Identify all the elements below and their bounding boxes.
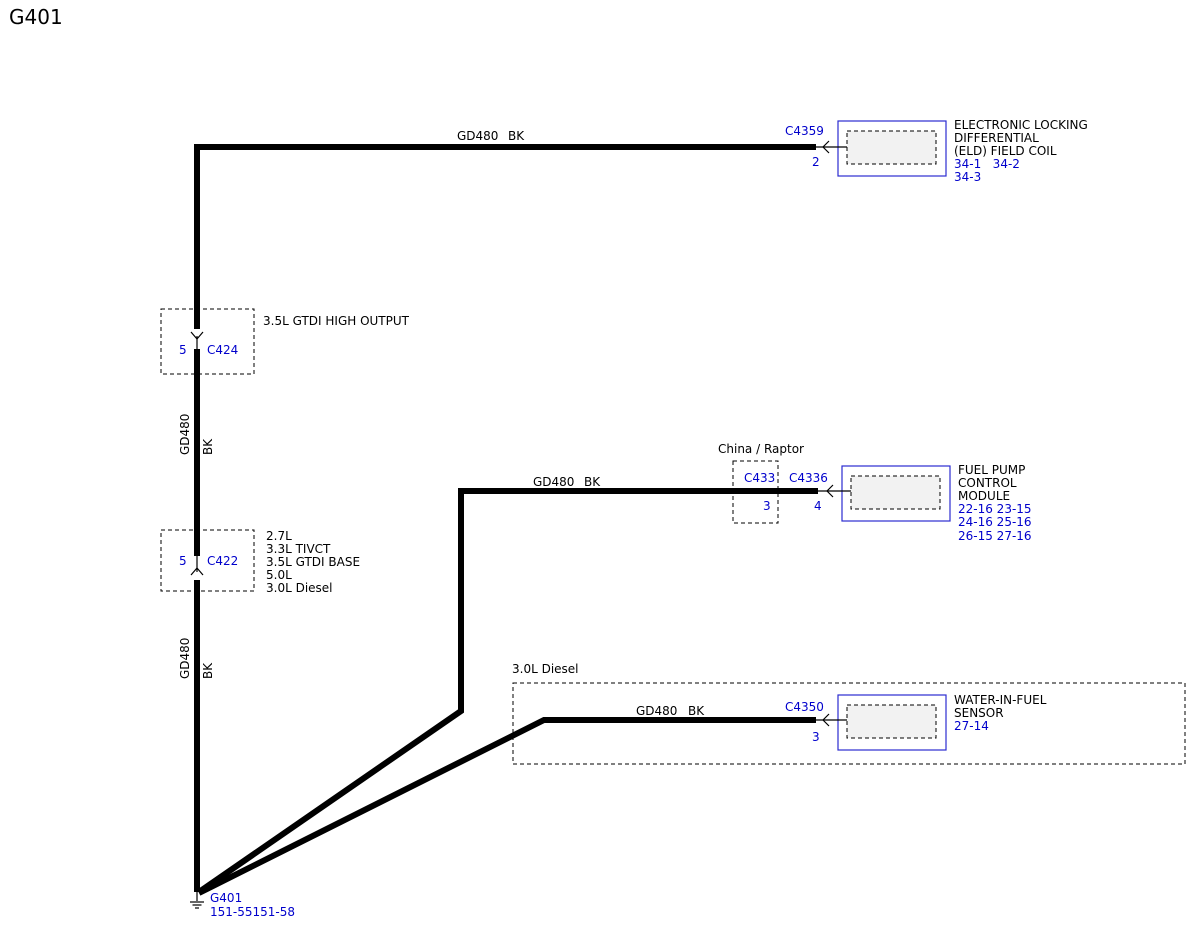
component-connector-id: C4350 [785, 700, 824, 714]
wire-label-color: BK [688, 704, 705, 718]
connector-pin: 3 [763, 499, 771, 513]
wire-label-color: BK [201, 438, 215, 455]
wire-label-circuit: GD480 [178, 414, 192, 455]
component-connector-id: C4336 [789, 471, 828, 485]
component-name: CONTROL [958, 476, 1017, 490]
component-name: WATER-IN-FUEL [954, 693, 1047, 707]
component-name: MODULE [958, 489, 1010, 503]
wire-label-color: BK [201, 662, 215, 679]
connector-note: 3.5L GTDI HIGH OUTPUT [263, 314, 410, 328]
component-fuel-pump-control-module[interactable]: C4336 4 FUEL PUMP CONTROL MODULE 22-16 2… [789, 463, 1032, 543]
connector-id: C424 [207, 343, 238, 357]
connector-outline [732, 460, 779, 524]
wire-label-circuit: GD480 [178, 638, 192, 679]
diesel-option-region: 3.0L Diesel [512, 662, 1186, 765]
ground-g401[interactable]: G401 151-55151-58 [190, 891, 295, 919]
wire-label-circuit: GD480 [533, 475, 574, 489]
inline-connector-c424[interactable]: 5 C424 3.5L GTDI HIGH OUTPUT [160, 308, 410, 375]
component-pin: 2 [812, 155, 820, 169]
inline-connector-c433[interactable]: China / Raptor C433 3 [718, 442, 804, 524]
connector-note: 2.7L [266, 529, 292, 543]
wire-eld[interactable] [194, 144, 816, 329]
component-name: SENSOR [954, 706, 1004, 720]
ground-ref[interactable]: 151-55151-58 [210, 905, 295, 919]
inline-connector-c422[interactable]: 5 C422 2.7L 3.3L TIVCT 3.5L GTDI BASE 5.… [160, 529, 360, 595]
component-ref[interactable]: 34-1 34-2 [954, 157, 1020, 171]
ground-id: G401 [210, 891, 242, 905]
wire-water-in-fuel[interactable] [197, 717, 816, 896]
component-body [850, 475, 941, 510]
connector-note: 5.0L [266, 568, 292, 582]
component-name: FUEL PUMP [958, 463, 1025, 477]
connector-arrow-icon [822, 140, 830, 154]
component-ref[interactable]: 22-16 23-15 [958, 502, 1032, 516]
component-eld-field-coil[interactable]: C4359 2 ELECTRONIC LOCKING DIFFERENTIAL … [785, 118, 1088, 184]
connector-note: 3.3L TIVCT [266, 542, 331, 556]
component-ref[interactable]: 24-16 25-16 [958, 515, 1032, 529]
wire-label-color: BK [584, 475, 601, 489]
component-name: (ELD) FIELD COIL [954, 144, 1057, 158]
wire-label-circuit: GD480 [636, 704, 677, 718]
ground-icon [190, 901, 204, 909]
connector-outline [160, 308, 255, 375]
option-region-outline [512, 682, 1186, 765]
component-ref[interactable]: 27-14 [954, 719, 989, 733]
wire-label-circuit: GD480 [457, 129, 498, 143]
component-ref[interactable]: 26-15 27-16 [958, 529, 1032, 543]
connector-pin: 5 [179, 554, 187, 568]
wire-fuel-pump[interactable] [197, 488, 818, 895]
page-title: G401 [9, 5, 63, 29]
component-pin: 4 [814, 499, 822, 513]
connector-note: China / Raptor [718, 442, 804, 456]
component-ref[interactable]: 34-3 [954, 170, 981, 184]
connector-id: C433 [744, 471, 775, 485]
connector-arrow-icon [190, 567, 204, 576]
component-connector-id: C4359 [785, 124, 824, 138]
wire-label-color: BK [508, 129, 525, 143]
component-body [846, 704, 937, 739]
connector-pin: 5 [179, 343, 187, 357]
connector-arrow-icon [826, 484, 834, 498]
component-body [846, 130, 937, 165]
component-name: ELECTRONIC LOCKING [954, 118, 1088, 132]
option-region-label: 3.0L Diesel [512, 662, 579, 676]
connector-arrow-icon [822, 713, 830, 727]
connector-id: C422 [207, 554, 238, 568]
connector-note: 3.0L Diesel [266, 581, 333, 595]
component-water-in-fuel-sensor[interactable]: C4350 3 WATER-IN-FUEL SENSOR 27-14 [785, 693, 1047, 751]
connector-note: 3.5L GTDI BASE [266, 555, 360, 569]
component-pin: 3 [812, 730, 820, 744]
component-name: DIFFERENTIAL [954, 131, 1039, 145]
